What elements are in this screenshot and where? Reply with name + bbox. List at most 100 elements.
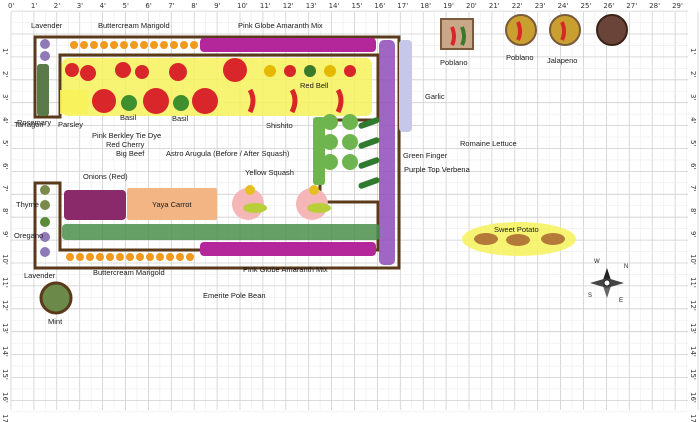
ruler-top-tick: 29' bbox=[672, 2, 683, 10]
lettuce-plants[interactable] bbox=[322, 114, 358, 170]
ruler-top-tick: 19' bbox=[443, 2, 454, 10]
pepper-plants[interactable] bbox=[247, 65, 356, 114]
thyme-plants[interactable] bbox=[40, 185, 50, 210]
amaranth-row-top[interactable] bbox=[200, 38, 376, 52]
ruler-top-tick: 2' bbox=[53, 2, 61, 10]
label-poblano-1: Poblano bbox=[440, 58, 468, 67]
onion-plants[interactable] bbox=[64, 190, 126, 220]
oregano-plants[interactable] bbox=[40, 217, 50, 242]
marigold-row-top[interactable] bbox=[70, 41, 198, 49]
label-pole-bean: Emerite Pole Bean bbox=[203, 291, 266, 300]
carrot-bed[interactable] bbox=[127, 188, 217, 220]
ruler-left-tick: 4' bbox=[1, 116, 9, 124]
ruler-right-tick: 17' bbox=[689, 414, 697, 422]
ruler-top-tick: 13' bbox=[305, 2, 317, 10]
garlic-column[interactable] bbox=[399, 40, 412, 132]
ruler-top-tick: 11' bbox=[259, 2, 271, 10]
ruler-left-tick: 3' bbox=[1, 93, 9, 101]
ruler-top-tick: 8' bbox=[191, 2, 198, 10]
compass-icon[interactable] bbox=[590, 268, 624, 298]
label-amaranth-bottom: Pink Globe Amaranth Mix bbox=[243, 265, 328, 274]
label-marigold-bottom: Buttercream Marigold bbox=[93, 268, 165, 277]
label-sweet-potato: Sweet Potato bbox=[494, 225, 539, 234]
label-tarragon: Tarragon bbox=[14, 120, 44, 129]
arugula-strip[interactable] bbox=[313, 117, 325, 185]
cucumber-plants[interactable] bbox=[358, 116, 381, 189]
label-marigold-top: Buttercream Marigold bbox=[98, 21, 170, 30]
ruler-top-tick: 14' bbox=[328, 2, 340, 10]
ruler-right-tick: 4' bbox=[689, 116, 697, 124]
label-garlic: Garlic bbox=[425, 92, 445, 101]
label-shishito: Shishito bbox=[266, 121, 293, 130]
ruler-right-tick: 16' bbox=[689, 391, 697, 403]
ruler-left-tick: 13' bbox=[1, 322, 9, 334]
ruler-top-tick: 3' bbox=[76, 2, 84, 10]
ruler-top-tick: 12' bbox=[282, 2, 294, 10]
ruler-top-tick: 27' bbox=[626, 2, 638, 10]
label-tie-dye: Pink Berkley Tie Dye bbox=[92, 131, 162, 140]
compass-label-s: S bbox=[588, 293, 593, 299]
herb-highlight-zone bbox=[60, 90, 88, 114]
label-yaya-carrot: Yaya Carrot bbox=[152, 200, 192, 209]
label-basil-1: Basil bbox=[120, 113, 137, 122]
ruler-left-tick: 10' bbox=[1, 254, 9, 265]
label-big-beef: Big Beef bbox=[116, 149, 145, 158]
ruler-top-tick: 20' bbox=[466, 2, 477, 10]
ruler-left-tick: 6' bbox=[1, 162, 9, 169]
lavender-plants-bottom[interactable] bbox=[40, 247, 50, 257]
label-jalapeno: Jalapeno bbox=[547, 56, 578, 65]
ruler-left-tick: 1' bbox=[1, 48, 9, 55]
squash-plants[interactable] bbox=[232, 185, 331, 220]
ruler-right-tick: 3' bbox=[689, 93, 697, 101]
container-pepper-icons bbox=[450, 21, 566, 46]
label-poblano-2: Poblano bbox=[506, 53, 534, 62]
ruler-top-tick: 10' bbox=[237, 2, 248, 10]
ruler-right-tick: 1' bbox=[689, 48, 697, 55]
ruler-right-tick: 15' bbox=[689, 368, 697, 380]
pole-bean-row[interactable] bbox=[62, 224, 380, 240]
ruler-right-tick: 13' bbox=[689, 322, 697, 334]
ruler-right-tick: 6' bbox=[689, 162, 697, 169]
ruler-right-tick: 5' bbox=[689, 139, 697, 146]
mint-pot[interactable] bbox=[39, 281, 73, 315]
ruler-right-tick: 14' bbox=[689, 345, 697, 357]
marigold-row-bottom[interactable] bbox=[66, 253, 194, 261]
ruler-top-tick: 25' bbox=[580, 2, 592, 10]
ruler-top-tick: 9' bbox=[214, 2, 221, 10]
ruler-top-tick: 15' bbox=[351, 2, 363, 10]
ruler-left-tick: 16' bbox=[1, 391, 9, 403]
ruler-left-tick: 7' bbox=[1, 185, 9, 192]
label-arugula: Astro Arugula (Before / After Squash) bbox=[166, 149, 290, 158]
ruler-top-tick: 18' bbox=[420, 2, 432, 10]
ruler-right-tick: 2' bbox=[689, 70, 697, 78]
ruler-left-tick: 11' bbox=[1, 277, 9, 288]
poblano-container-square[interactable] bbox=[440, 18, 474, 50]
label-lavender-top: Lavender bbox=[31, 21, 63, 30]
compass-label-e: N bbox=[624, 264, 629, 270]
ruler-top-tick: 7' bbox=[168, 2, 175, 10]
ruler-top-tick: 28' bbox=[649, 2, 661, 10]
ruler-top-tick: 22' bbox=[511, 2, 523, 10]
label-oregano: Oregano bbox=[14, 231, 44, 240]
amaranth-row-bottom[interactable] bbox=[200, 242, 376, 256]
label-basil-2: Basil bbox=[172, 114, 189, 123]
label-thyme: Thyme bbox=[16, 200, 39, 209]
ruler-top-tick: 4' bbox=[99, 2, 106, 10]
rosemary-plants[interactable] bbox=[37, 64, 49, 116]
ruler-left-tick: 5' bbox=[1, 139, 9, 146]
basil-plants[interactable] bbox=[121, 95, 189, 111]
ruler-top-tick: 6' bbox=[145, 2, 152, 10]
label-lavender-bottom: Lavender bbox=[24, 271, 56, 280]
verbena-column[interactable] bbox=[379, 40, 395, 265]
tomato-plants[interactable] bbox=[65, 58, 247, 114]
raised-bed-border[interactable] bbox=[33, 35, 401, 270]
ruler-top-tick: 21' bbox=[488, 2, 500, 10]
sweet-potato-plants[interactable] bbox=[474, 233, 565, 246]
ruler-top-tick: 26' bbox=[603, 2, 615, 10]
label-romaine: Romaine Lettuce bbox=[460, 139, 517, 148]
ruler-left-tick: 12' bbox=[1, 299, 9, 311]
empty-container[interactable] bbox=[596, 14, 628, 46]
ruler-top-tick: 16' bbox=[374, 2, 386, 10]
lavender-plants-top[interactable] bbox=[40, 39, 50, 61]
